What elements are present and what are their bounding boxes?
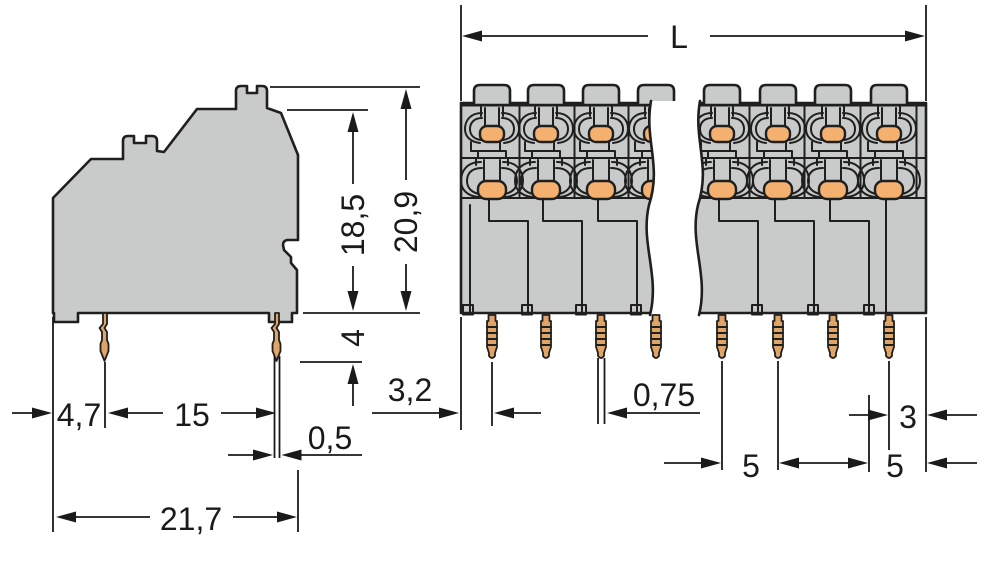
dimension-blade-thickness-label: 0,5 — [308, 420, 352, 456]
dimension-front-edge-to-pin: 4,7 — [12, 397, 101, 433]
dimension-pin-pitch: 5 — [664, 448, 849, 484]
dimensions: 4,7 15 0,5 21,7 — [12, 5, 977, 537]
dimension-overall-depth-label: 21,7 — [160, 501, 222, 537]
dimension-pin-row-spacing: 15 — [108, 397, 276, 433]
dimension-last-pole-pitch: 5 — [848, 448, 977, 484]
dimension-blade-thickness: 0,5 — [228, 420, 362, 461]
dimension-pin-pitch-label: 5 — [742, 448, 760, 484]
dimension-overall-height-label: 20,9 — [388, 191, 424, 253]
side-body — [51, 84, 300, 324]
side-view — [51, 84, 300, 458]
dimension-pin-blade-width: 0,75 — [607, 377, 700, 419]
side-pin-front — [98, 312, 110, 362]
dimension-last-pin-to-edge-label: 3 — [899, 399, 917, 435]
dimension-body-height: 18,5 — [335, 112, 371, 311]
lower-body-steps — [488, 197, 887, 314]
dimension-front-edge-to-pin-label: 4,7 — [57, 397, 101, 433]
dimension-left-edge-to-first-pin-label: 3,2 — [388, 372, 432, 408]
side-pin-rear — [270, 312, 282, 362]
dimension-pin-length-label: 4 — [335, 329, 371, 347]
dimension-body-height-label: 18,5 — [335, 194, 371, 256]
dimension-last-pole-pitch-label: 5 — [886, 448, 904, 484]
dimension-pin-blade-width-label: 0,75 — [633, 377, 695, 413]
front-pin-blade — [597, 358, 606, 424]
dimension-last-pin-to-edge: 3 — [849, 399, 977, 435]
bottom-notches — [462, 304, 875, 316]
dimension-pin-row-spacing-label: 15 — [174, 397, 210, 433]
dimension-overall-height: 20,9 — [388, 89, 424, 311]
break-lines — [645, 99, 705, 317]
solder-pin-row — [486, 314, 895, 359]
rear-pin-blade — [273, 356, 281, 458]
dimension-overall-length-label: L — [670, 19, 688, 55]
dimension-pin-length: 4 — [335, 329, 371, 406]
dimension-left-edge-to-first-pin: 3,2 — [372, 372, 541, 419]
front-view — [459, 83, 928, 424]
dimension-overall-depth: 21,7 — [56, 501, 297, 537]
dimension-overall-length: L — [460, 5, 927, 101]
